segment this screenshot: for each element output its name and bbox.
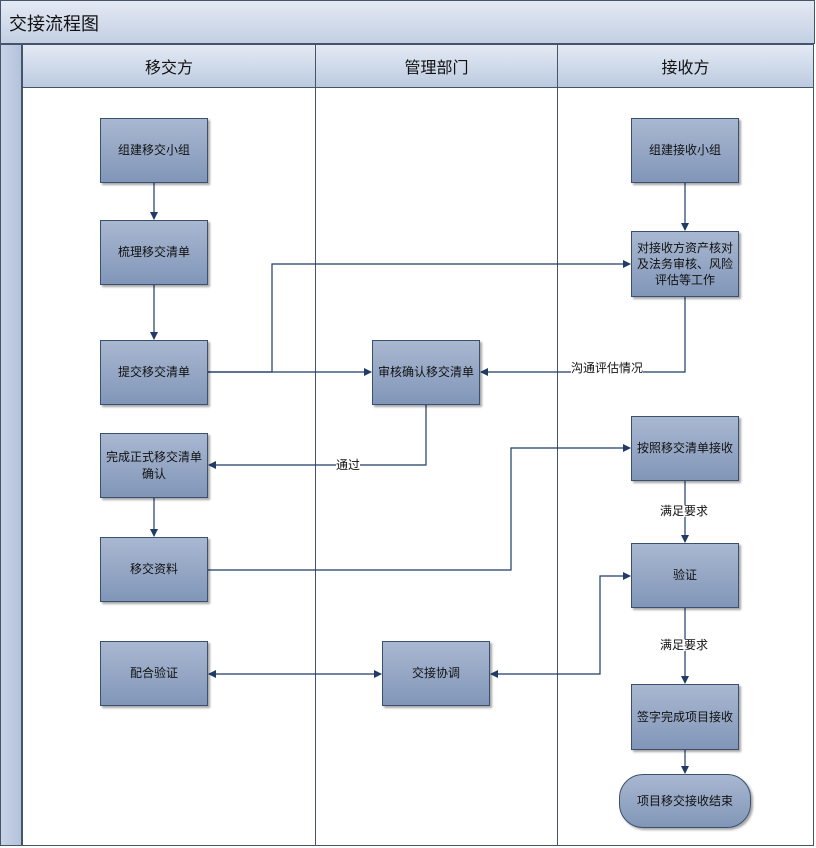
- node-sort-handover-list: 梳理移交清单: [100, 220, 208, 285]
- edge-n10-n7: [480, 297, 686, 376]
- node-receive-by-list: 按照移交清单接收: [631, 416, 739, 481]
- edge-n5-n11: [208, 444, 631, 571]
- edge-n8-n12: [490, 572, 631, 678]
- diagram-title: 交接流程图: [9, 14, 99, 35]
- node-handover-coordination: 交接协调: [382, 641, 490, 706]
- node-form-receiving-team: 组建接收小组: [631, 118, 739, 183]
- node-review-confirm-list: 审核确认移交清单: [372, 340, 480, 405]
- node-sign-complete-receipt: 签字完成项目接收: [631, 684, 739, 750]
- edge-label-pass: 通过: [336, 458, 361, 472]
- edge-label-meets-requirements-1: 满足要求: [660, 504, 709, 518]
- lane-header-receiver: 接收方: [557, 44, 814, 88]
- lane-header-management: 管理部门: [315, 44, 558, 88]
- node-asset-audit-risk-assessment: 对接收方资产核对及法务审核、风险评估等工作: [631, 231, 739, 297]
- diagram-title-bar: 交接流程图: [0, 0, 815, 44]
- edge-n7-n4: [208, 405, 427, 469]
- node-confirm-formal-list: 完成正式移交清单确认: [100, 433, 208, 498]
- node-end-terminal: 项目移交接收结束: [619, 774, 751, 828]
- edge-label-communicate: 沟通评估情况: [571, 361, 644, 375]
- pool-side-band: [0, 44, 22, 846]
- node-form-handover-team: 组建移交小组: [100, 118, 208, 183]
- node-submit-handover-list: 提交移交清单: [100, 340, 208, 405]
- node-transfer-materials: 移交资料: [100, 537, 208, 602]
- node-verification: 验证: [631, 543, 739, 608]
- edge-label-meets-requirements-2: 满足要求: [660, 638, 709, 652]
- node-assist-verification: 配合验证: [100, 641, 208, 706]
- edge-n3-n10: [208, 260, 631, 373]
